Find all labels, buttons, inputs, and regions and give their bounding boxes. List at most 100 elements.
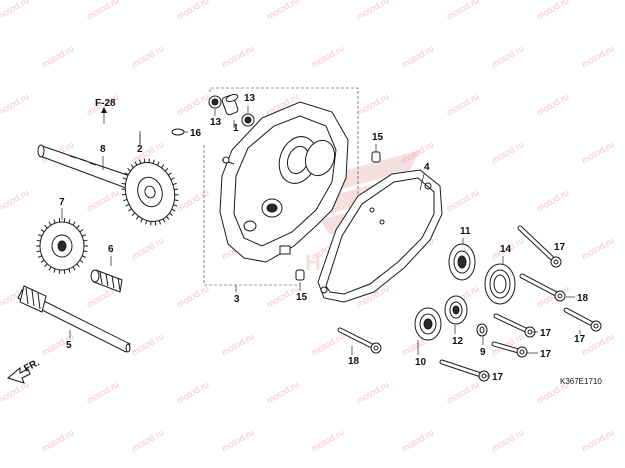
part-label-17: 17 xyxy=(554,242,566,253)
gear-tooth xyxy=(157,161,160,166)
gear-tooth xyxy=(174,188,179,191)
watermark-text: motod.ru xyxy=(445,379,481,405)
gear-tooth xyxy=(83,250,88,253)
part-label-17: 17 xyxy=(540,328,552,339)
part-label-9: 9 xyxy=(480,347,486,358)
part-4-gasket xyxy=(317,169,443,303)
part-label-8: 8 xyxy=(100,144,106,155)
part-label-16: 16 xyxy=(190,128,202,139)
gear-tooth xyxy=(122,177,127,180)
gear-tooth xyxy=(164,168,169,172)
callout-layer: 1234567891011121313141515161717171717181… xyxy=(59,93,589,383)
watermark-text: motod.ru xyxy=(490,139,526,165)
gear-tooth xyxy=(40,259,45,263)
part-label-13: 13 xyxy=(244,93,256,104)
gear-tooth xyxy=(81,234,86,237)
gear-tooth xyxy=(38,255,43,258)
gear-tooth xyxy=(68,268,71,273)
gear-tooth xyxy=(173,204,178,207)
part-18-bolt-left xyxy=(337,327,382,354)
watermark-text: motod.ru xyxy=(490,427,526,453)
reference-arrow xyxy=(101,107,107,124)
gear-tooth xyxy=(123,198,128,202)
bolt-layer xyxy=(337,225,602,382)
watermark-text: motod.ru xyxy=(0,91,31,117)
part-3-case xyxy=(219,101,349,263)
watermark-text: motod.ru xyxy=(265,0,301,22)
watermark-text: motod.ru xyxy=(220,331,256,357)
watermark-text: motod.ru xyxy=(130,331,166,357)
part-17-bolt-lower xyxy=(491,341,528,358)
gear-tooth xyxy=(172,182,177,186)
gear-tooth xyxy=(134,161,138,166)
part-13-seal-right xyxy=(241,113,255,127)
gear-tooth xyxy=(125,203,130,207)
leader-line xyxy=(419,173,425,191)
gear-tooth xyxy=(128,208,133,212)
gear-tooth xyxy=(121,193,126,196)
gear-tooth xyxy=(174,194,179,196)
watermark-text: motod.ru xyxy=(265,379,301,405)
part-label-3: 3 xyxy=(234,294,240,305)
part-9-washer xyxy=(476,323,488,337)
gear-tooth xyxy=(83,239,88,242)
watermark-text: motod.ru xyxy=(0,379,31,405)
gear-tooth xyxy=(36,250,41,253)
watermark-text: motod.ru xyxy=(400,427,436,453)
gear-tooth xyxy=(169,212,173,217)
watermark-text: motod.ru xyxy=(535,91,571,117)
gear-tooth xyxy=(79,259,84,263)
watermark-text: motod.ru xyxy=(580,139,616,165)
watermark-text: motod.ru xyxy=(175,0,211,22)
image-code: K367E1710 xyxy=(560,377,602,386)
watermark-text: motod.ru xyxy=(130,43,166,69)
gear-tooth xyxy=(135,215,139,220)
watermark-text: motod.ru xyxy=(85,379,121,405)
gear-tooth xyxy=(162,218,166,223)
gear-tooth xyxy=(139,159,142,164)
gear-tooth xyxy=(174,199,179,202)
watermark-text: motod.ru xyxy=(445,187,481,213)
gear-tooth xyxy=(36,239,41,242)
gear-tooth xyxy=(121,182,126,185)
part-label-6: 6 xyxy=(108,244,114,255)
part-label-15: 15 xyxy=(296,292,308,303)
gear-tooth xyxy=(161,164,165,169)
part-label-5: 5 xyxy=(66,340,72,351)
watermark-text: motod.ru xyxy=(580,235,616,261)
gear-tooth xyxy=(48,266,52,271)
reference-label: F-28 xyxy=(95,98,116,109)
part-18-bolt-right xyxy=(519,273,566,302)
watermark-text: motod.ru xyxy=(220,43,256,69)
gear-tooth xyxy=(40,229,45,233)
watermark-text: motod.ru xyxy=(0,187,31,213)
gear-tooth xyxy=(148,158,150,163)
part-15-dowel-lower xyxy=(295,269,305,281)
watermark-text: motod.ru xyxy=(175,283,211,309)
part-label-1: 1 xyxy=(233,123,239,134)
part-label-10: 10 xyxy=(415,357,427,368)
part-17-bolt-far xyxy=(563,307,602,332)
watermark-text: motod.ru xyxy=(355,91,391,117)
watermark-text: motod.ru xyxy=(535,0,571,22)
part-14-oil-seal xyxy=(484,263,516,305)
gear-tooth xyxy=(145,220,148,225)
gear-tooth xyxy=(53,268,56,273)
part-17-bolt-bottom xyxy=(439,359,490,382)
part-8-shaft-gear xyxy=(37,144,179,226)
watermark-text: motod.ru xyxy=(535,187,571,213)
gear-tooth xyxy=(171,208,176,212)
watermark-text: motod.ru xyxy=(85,187,121,213)
part-3-group-bracket xyxy=(203,87,359,292)
front-direction-label: FR. xyxy=(22,357,42,374)
part-label-11: 11 xyxy=(460,226,471,237)
part-10-bearing xyxy=(414,307,442,341)
watermark-text: motod.ru xyxy=(310,43,346,69)
watermark-text: motod.ru xyxy=(310,331,346,357)
watermark-text: motod.ru xyxy=(310,427,346,453)
gear-tooth xyxy=(167,172,172,176)
gear-tooth xyxy=(130,164,134,169)
gear-tooth xyxy=(76,224,80,229)
watermark-text: motod.ru xyxy=(40,43,76,69)
gear-tooth xyxy=(81,255,86,258)
